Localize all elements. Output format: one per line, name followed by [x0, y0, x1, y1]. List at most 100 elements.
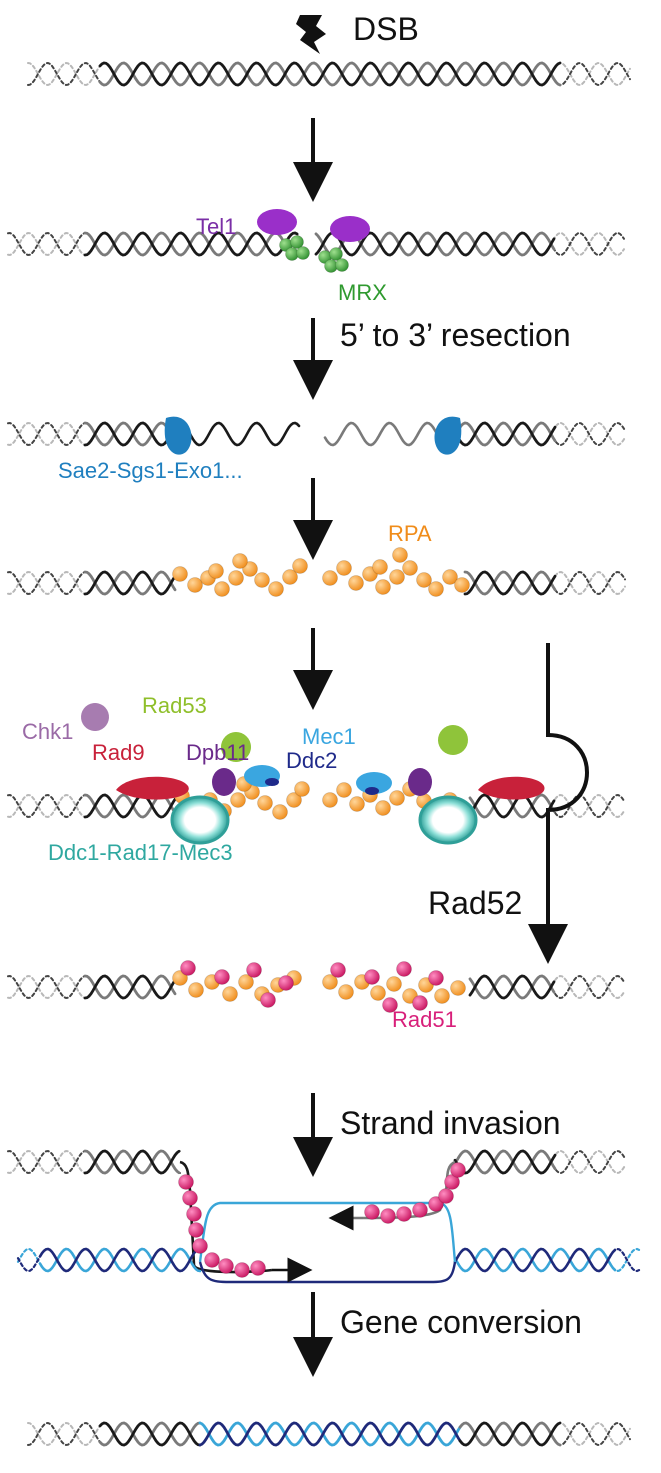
rpa-right-2 [348, 575, 364, 591]
rpa-right-ckpt-2 [349, 796, 365, 812]
label-ddc2: Ddc2 [286, 748, 337, 773]
rad53-left-blob [221, 732, 251, 762]
mrx-right-1 [329, 247, 343, 261]
chk1-blob [81, 703, 109, 731]
dloop-top [198, 1201, 457, 1263]
rpa-right-10 [454, 577, 470, 593]
rad51-invasion-right-2 [396, 1206, 412, 1222]
sae2-right-blob [434, 416, 462, 455]
rpa-left-3 [214, 581, 230, 597]
duplex-right-rad51-strand-b [468, 974, 556, 1000]
donor-left-b [38, 1247, 202, 1273]
rpa-left-10 [232, 553, 248, 569]
rpa-left-ckpt-7 [272, 804, 288, 820]
label-rad51: Rad51 [392, 1007, 457, 1032]
rad51-right-0 [330, 962, 346, 978]
duplex-right-rpa-bg-b [464, 570, 626, 596]
duplex-left-rpa-strand-a [83, 570, 177, 596]
rpa-right-1 [336, 560, 352, 576]
rpa-left-6 [254, 572, 270, 588]
ssdna-right [323, 421, 457, 447]
rpa-left-0 [172, 566, 188, 582]
rad51-right-5 [382, 997, 398, 1013]
mrx-left-3 [296, 246, 310, 260]
duplex-right-rpa-strand-a [463, 570, 557, 596]
rad51-invasion-left-1 [182, 1190, 198, 1206]
duplex-left-rad51-strand-a [83, 974, 177, 1000]
mec1-right-blob [356, 772, 392, 794]
rpa-left-9 [292, 558, 308, 574]
duplex-left-resect-strand-b [83, 421, 177, 447]
duplex-left-resect-strand-a [83, 421, 177, 447]
duplex-right-invasion-strand-b [453, 1149, 557, 1175]
label-resection: 5’ to 3’ resection [340, 317, 571, 353]
duplex-right-ckpt-strand-a [468, 793, 556, 819]
rad51-left-4 [260, 992, 276, 1008]
duplex-right-rpa-strand-b [463, 570, 557, 596]
ddc1-ring-right [418, 795, 478, 845]
rpa-left-11 [208, 563, 224, 579]
rad51-invasion-right-0 [364, 1204, 380, 1220]
rpa-left-5 [242, 561, 258, 577]
duplex-right-mrx-strand-a [314, 231, 556, 257]
duplex-right-invasion-strand-a [453, 1149, 557, 1175]
rpa-left-ckpt-6 [257, 795, 273, 811]
ddc2-left-blob [265, 778, 279, 786]
label-dpb11: Dpb11 [186, 740, 249, 765]
rad51-invasion-left-6 [218, 1258, 234, 1274]
ssdna-left [173, 421, 301, 447]
label-rad53: Rad53 [142, 693, 207, 718]
rad51-invasion-left-2 [186, 1206, 202, 1222]
label-gene-conversion: Gene conversion [340, 1304, 582, 1340]
dpb11-left-blob [212, 768, 236, 796]
dna-strands [7, 61, 641, 1447]
duplex-right-ckpt-strand-b [468, 793, 556, 819]
rpa-left-8 [282, 569, 298, 585]
rad51-invasion-left-8 [250, 1260, 266, 1276]
duplex-intact-strand-a [98, 61, 562, 87]
label-rad9: Rad9 [92, 740, 145, 765]
mrx-left-1 [290, 235, 304, 249]
rpa-mix-left-0 [172, 970, 188, 986]
rad51-left-0 [180, 960, 196, 976]
rad51-left-2 [246, 962, 262, 978]
product-left-a [98, 1421, 202, 1447]
rad51-invasion-left-5 [204, 1252, 220, 1268]
product-right-a [458, 1421, 562, 1447]
rpa-right-ckpt-0 [322, 792, 338, 808]
duplex-right-resect-strand-a [453, 421, 557, 447]
rpa-left-ckpt-9 [294, 781, 310, 797]
mrx-right-3 [335, 258, 349, 272]
rad51-invasion-left-0 [178, 1174, 194, 1190]
ddc1-ring-left [170, 795, 230, 845]
proteins [81, 209, 545, 1278]
duplex-right-rad51-strand-a [468, 974, 556, 1000]
label-mrx: MRX [338, 280, 387, 305]
rad51-invasion-right-1 [380, 1208, 396, 1224]
rad51-invasion-left-4 [192, 1238, 208, 1254]
rpa-left-1 [187, 577, 203, 593]
rpa-right-7 [416, 572, 432, 588]
duplex-left-rad51-strand-b [83, 974, 177, 1000]
label-tel1: Tel1 [196, 214, 236, 239]
label-sae2-sgs1-exo1: Sae2-Sgs1-Exo1... [58, 458, 243, 483]
dsb-lightning-icon [296, 15, 326, 54]
rpa-right-5 [389, 569, 405, 585]
donor-right-b [453, 1247, 617, 1273]
tel1-right-blob [330, 216, 370, 242]
rad51-right-2 [396, 961, 412, 977]
rpa-mix-left-4 [238, 974, 254, 990]
rpa-mix-right-4 [386, 976, 402, 992]
ddc2-right-blob [365, 787, 379, 795]
rpa-right-8 [428, 581, 444, 597]
label-rad52: Rad52 [428, 885, 522, 921]
rad51-invasion-right-3 [412, 1202, 428, 1218]
rad51-invasion-right-7 [450, 1162, 466, 1178]
rad51-right-4 [412, 995, 428, 1011]
rad51-invasion-right-5 [438, 1188, 454, 1204]
rad51-invasion-left-3 [188, 1222, 204, 1238]
labels: DSB Tel1 MRX 5’ to 3’ resection Sae2-Sgs… [22, 11, 582, 1340]
duplex-right-rpa-bg-a [464, 570, 626, 596]
product-mid-a [198, 1421, 462, 1447]
rpa-right-12 [372, 559, 388, 575]
